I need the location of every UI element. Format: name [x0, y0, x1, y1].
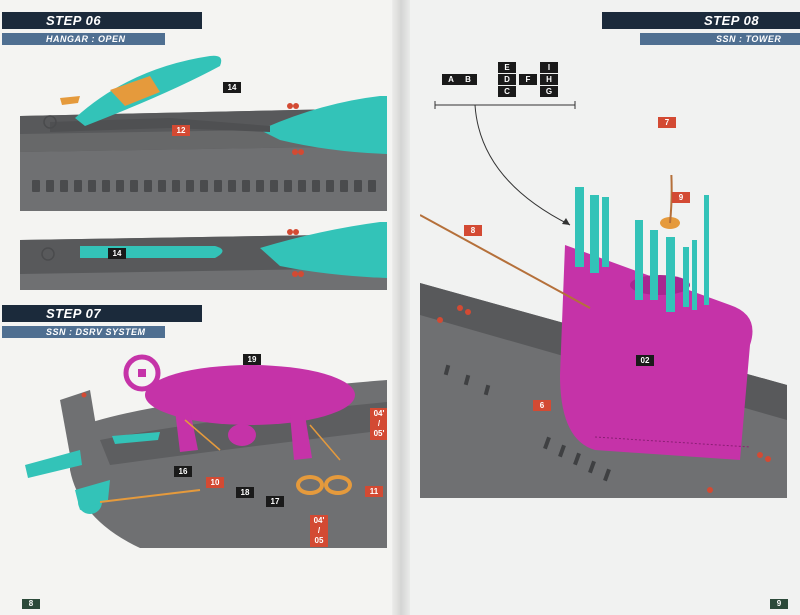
binding-gutter — [392, 0, 410, 615]
hangar-open-drawing — [20, 55, 387, 211]
left-page: STEP 06 HANGAR : OPEN 14 12 — [0, 0, 400, 615]
dsrv-system-illustration: 19 16 10 18 17 04' / 05' 11 04' / 05 — [20, 340, 387, 548]
callout-18: 18 — [236, 487, 254, 498]
option-a: A — [442, 74, 460, 85]
pointer-line — [434, 101, 576, 226]
step07-title: STEP 07 — [46, 306, 102, 321]
step07-header: STEP 07 — [2, 305, 202, 322]
option-b: B — [459, 74, 477, 85]
callout-02: 02 — [636, 355, 654, 366]
callout-slash-bottom: / — [317, 526, 321, 535]
callout-14-top: 14 — [223, 82, 241, 93]
callout-9: 9 — [672, 192, 690, 203]
option-e: E — [498, 62, 516, 73]
option-g: G — [540, 86, 558, 97]
callout-04-05-bottom: 04' / 05 — [310, 515, 328, 547]
step08-subheader: SSN : TOWER — [640, 33, 800, 45]
step06-subtitle: HANGAR : OPEN — [46, 34, 126, 44]
step06-subheader: HANGAR : OPEN — [2, 33, 165, 45]
callout-12: 12 — [172, 125, 190, 136]
callout-04-bottom: 04' — [313, 516, 325, 525]
step06-header: STEP 06 — [2, 12, 202, 29]
step06-title: STEP 06 — [46, 13, 102, 28]
page-number-right: 9 — [770, 599, 788, 609]
step08-title: STEP 08 — [704, 13, 760, 28]
callout-04-right: 04' — [373, 409, 385, 418]
callout-11: 11 — [365, 486, 383, 497]
hangar-open-illustration: 14 12 — [20, 48, 387, 211]
dsrv-system-drawing — [25, 354, 387, 548]
step07-subtitle: SSN : DSRV SYSTEM — [46, 327, 146, 337]
callout-16: 16 — [174, 466, 192, 477]
callout-04-05-right: 04' / 05' — [370, 408, 387, 440]
hangar-stowed-drawing — [20, 222, 387, 290]
step08-header: STEP 08 — [602, 12, 800, 29]
option-f: F — [519, 74, 537, 85]
option-h: H — [540, 74, 558, 85]
right-page: STEP 08 SSN : TOWER A B E D C F I H G — [400, 0, 800, 615]
callout-6: 6 — [533, 400, 551, 411]
callout-17: 17 — [266, 496, 284, 507]
callout-slash-right: / — [377, 419, 381, 428]
hangar-stowed-illustration: 14 — [20, 218, 387, 290]
option-c: C — [498, 86, 516, 97]
tower-illustration: 8 02 6 — [420, 175, 787, 498]
step08-subtitle: SSN : TOWER — [716, 34, 782, 44]
callout-8: 8 — [464, 225, 482, 236]
callout-7: 7 — [658, 117, 676, 128]
callout-05-bottom: 05 — [314, 536, 324, 545]
callout-14-bottom: 14 — [108, 248, 126, 259]
step07-subheader: SSN : DSRV SYSTEM — [2, 326, 165, 338]
callout-05-right: 05' — [373, 429, 385, 438]
option-d: D — [498, 74, 516, 85]
option-i: I — [540, 62, 558, 73]
page-number-left: 8 — [22, 599, 40, 609]
callout-19: 19 — [243, 354, 261, 365]
callout-10: 10 — [206, 477, 224, 488]
tower-drawing — [420, 175, 787, 498]
